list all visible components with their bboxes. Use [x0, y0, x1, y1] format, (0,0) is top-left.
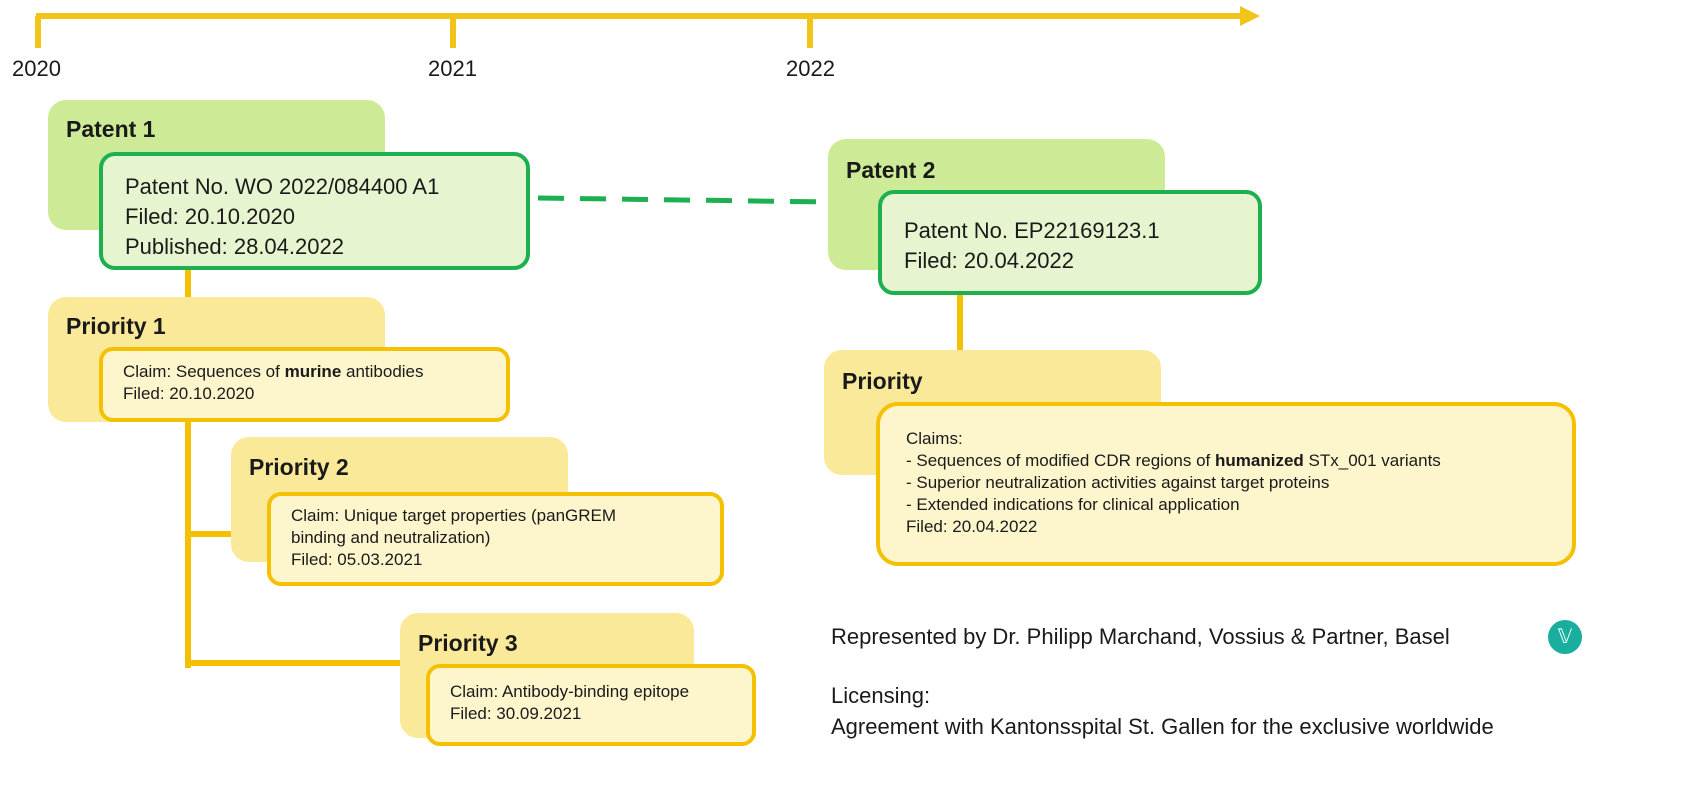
priority1-claim: Claim: Sequences of murine antibodies — [123, 362, 424, 381]
represented-by-text: Represented by Dr. Philipp Marchand, Vos… — [831, 624, 1450, 649]
priority3-card: Claim: Antibody-binding epitope Filed: 3… — [426, 664, 756, 746]
year-label-2021: 2021 — [428, 56, 477, 81]
priority-claim-3: - Extended indications for clinical appl… — [906, 495, 1240, 514]
patent1-heading: Patent 1 — [66, 116, 156, 142]
priority1-filed: Filed: 20.10.2020 — [123, 384, 255, 403]
priority-claim-1: - Sequences of modified CDR regions of h… — [906, 451, 1441, 470]
year-label-2020: 2020 — [12, 56, 61, 81]
tree-branch-priority2 — [185, 531, 235, 537]
patent2-number: Patent No. EP22169123.1 — [904, 218, 1160, 243]
priority3-heading: Priority 3 — [418, 630, 518, 656]
priority-card: Claims: - Sequences of modified CDR regi… — [876, 402, 1576, 566]
patent1-filed: Filed: 20.10.2020 — [125, 204, 296, 229]
tree-branch-priority3 — [185, 660, 403, 666]
patent1-number: Patent No. WO 2022/084400 A1 — [125, 174, 440, 199]
vossius-logo-icon: 𝕍 — [1548, 620, 1582, 654]
timeline-arrowhead — [1240, 6, 1260, 26]
patent1-card: Patent No. WO 2022/084400 A1 Filed: 20.1… — [99, 152, 530, 270]
tree-connector-top — [185, 265, 191, 300]
tree-connector-trunk — [185, 420, 191, 668]
priority2-filed: Filed: 05.03.2021 — [291, 550, 423, 569]
priority-claim-2: - Superior neutralization activities aga… — [906, 473, 1330, 492]
priority-heading: Priority — [842, 368, 923, 394]
priority3-claim: Claim: Antibody-binding epitope — [450, 682, 690, 701]
patent2-filed: Filed: 20.04.2022 — [904, 248, 1075, 273]
patent1-published: Published: 28.04.2022 — [125, 234, 344, 259]
year-label-2022: 2022 — [786, 56, 835, 81]
priority-filed: Filed: 20.04.2022 — [906, 517, 1038, 536]
priority2-claim-line1: Claim: Unique target properties (panGREM — [291, 506, 617, 525]
patent2-card: Patent No. EP22169123.1 Filed: 20.04.202… — [878, 190, 1262, 295]
timeline — [35, 6, 1260, 48]
priority1-card: Claim: Sequences of murine antibodies Fi… — [99, 347, 510, 422]
patent-link-dashed — [537, 195, 831, 205]
priority-claims-label: Claims: — [906, 429, 963, 448]
patent2-heading: Patent 2 — [846, 157, 936, 183]
priority2-heading: Priority 2 — [249, 454, 349, 480]
priority2-claim-line2: binding and neutralization) — [291, 528, 491, 547]
priority3-filed: Filed: 30.09.2021 — [450, 704, 582, 723]
patent2-priority-connector — [957, 292, 963, 354]
priority2-card: Claim: Unique target properties (panGREM… — [267, 492, 724, 586]
licensing-agreement-text: Agreement with Kantonsspital St. Gallen … — [831, 714, 1494, 739]
priority1-heading: Priority 1 — [66, 313, 166, 339]
licensing-label: Licensing: — [831, 683, 931, 708]
